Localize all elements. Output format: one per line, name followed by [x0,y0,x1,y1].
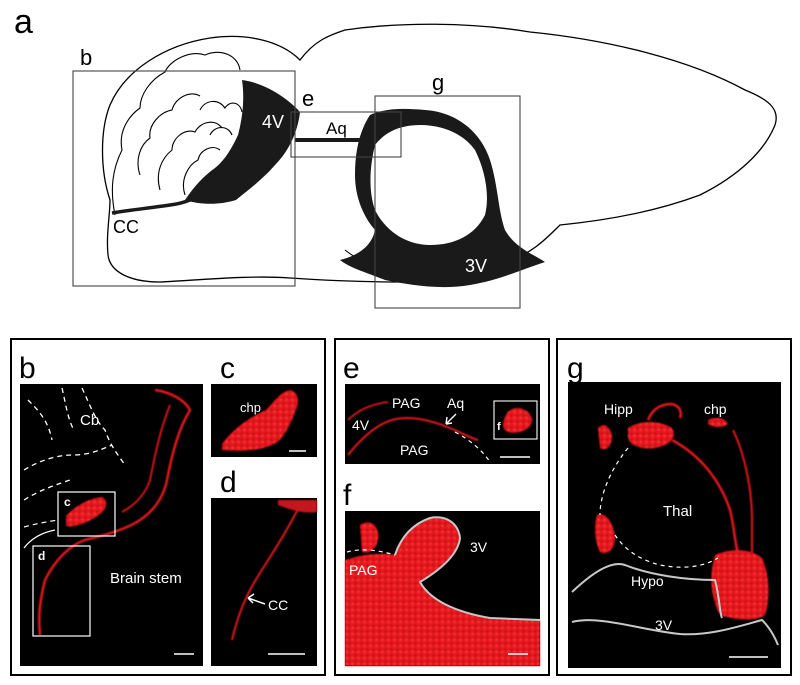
4v-label-e: 4V [352,417,370,433]
3v-label-f: 3V [470,539,488,555]
inset-c-label: c [64,495,71,509]
inset-f-tissue [503,408,533,433]
panel-g-3v-outline [571,618,779,646]
cerebellum-folia [111,51,243,216]
3v-label-g: 3V [655,617,673,633]
brain-outline [101,23,777,283]
panel-e-4v-line [347,401,389,421]
panel-f-letter: f [343,479,352,512]
panel-e-dashed [454,431,491,463]
pag-label-f: PAG [349,562,378,578]
panel-d-canal [231,504,301,641]
panel-g-left-fragment [598,425,612,450]
panel-b-image [20,384,203,666]
panel-c-letter: c [220,352,235,385]
third-ventricle [340,108,545,288]
label-cc: CC [113,217,139,237]
box-e-label: e [302,86,314,111]
panel-d-top [278,500,317,513]
panel-f-tissue [345,517,540,666]
panel-g-left-mass [595,514,616,554]
brain-stem-label: Brain stem [110,570,182,587]
hypo-label: Hypo [631,573,664,589]
panel-g-letter: g [567,352,584,385]
panel-a-diagram: a b e g 4V Aq CC 3V [14,3,777,309]
pag-top-label: PAG [392,395,421,411]
inset-d-label: d [38,549,45,563]
panel-d-letter: d [220,466,237,499]
panel-b-red-ventricle [37,388,192,636]
inset-d-box [32,545,91,637]
panel-g-hipp [628,422,675,449]
aq-label-e: Aq [447,395,464,411]
panel-g-right-mass [711,550,769,620]
inset-f-label: f [497,421,501,433]
central-canal [111,198,191,215]
chp-label-c: chp [240,400,261,415]
hipp-label: Hipp [604,401,633,417]
chp-label-g: chp [704,401,727,417]
panel-b-letter: b [19,352,36,385]
cerebellum-dashed [23,387,126,501]
panel-b-white-curve [23,529,56,549]
panel-g-right-wall [671,438,742,561]
panel-g-hypo-outline [571,563,723,619]
panel-e-aqueduct [347,417,479,456]
panel-d-image [211,498,317,666]
thal-label: Thal [663,503,692,520]
label-4v: 4V [262,112,284,132]
box-g [374,95,521,309]
cb-label: Cb [80,412,99,429]
panel-ef: PAG Aq 4V PAG f e PAG 3V f [334,338,550,676]
panel-c-choroid [222,390,298,451]
panel-f-tissue-left [360,522,379,553]
panel-g: Hipp chp Thal Hypo 3V g [556,338,792,676]
panel-f-dashed [346,549,396,556]
panel-bcd: c d Cb Brain stem b chp c CC d [10,338,326,676]
cc-label-d: CC [268,597,288,613]
panel-d-arrow [247,593,266,605]
pag-bottom-label: PAG [400,442,429,458]
label-aq: Aq [326,119,347,138]
panel-g-chp [708,417,728,427]
panel-g-thal-dashed [599,447,719,568]
inset-f-box [493,400,538,440]
box-g-label: g [432,70,444,95]
panel-g-hipp-curl [646,402,682,421]
panel-b-red-ventricle-inner [121,404,171,513]
cerebellum-dashed-lower [23,519,59,528]
panel-f-outline [394,516,541,621]
label-3v: 3V [465,256,487,276]
panel-a-letter: a [14,3,33,41]
box-b [72,70,296,287]
inset-c-box [57,491,116,537]
box-b-label: b [80,45,92,70]
box-e [290,111,402,158]
panel-e-letter: e [343,352,360,385]
panel-e-arrow [445,413,457,425]
panel-g-right-wall-2 [732,429,753,556]
panel-b-choroid [66,497,107,527]
fourth-ventricle [185,80,300,204]
